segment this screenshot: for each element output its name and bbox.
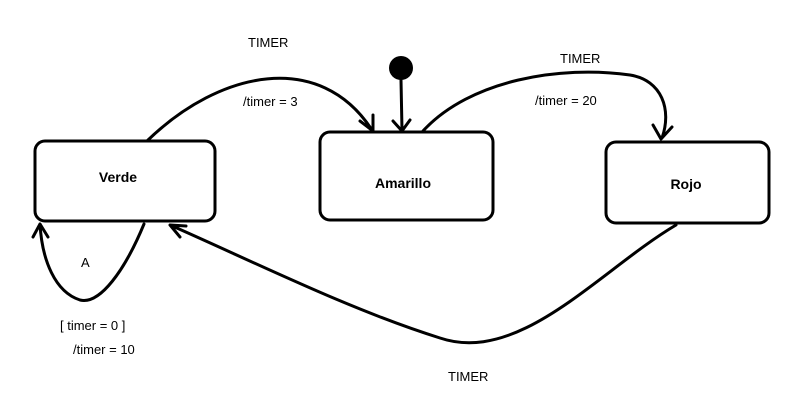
state-verde-box	[33, 139, 217, 223]
label-verde-to-amarillo-event: TIMER	[248, 35, 288, 50]
label-amarillo-to-rojo-action: /timer = 20	[535, 93, 597, 108]
state-rojo: Rojo	[604, 140, 771, 225]
label-verde-self-guard: [ timer = 0 ]	[60, 318, 125, 333]
label-amarillo-to-rojo-event: TIMER	[560, 51, 600, 66]
state-amarillo-label: Amarillo	[375, 175, 431, 191]
label-rojo-to-verde-event: TIMER	[448, 369, 488, 384]
initial-state-dot	[389, 56, 413, 80]
state-amarillo-box	[318, 130, 495, 222]
label-verde-self-event: A	[81, 255, 90, 270]
state-verde-label: Verde	[99, 169, 137, 185]
edge-rojo-to-verde	[168, 223, 678, 345]
edge-amarillo-to-rojo	[421, 70, 674, 141]
label-verde-self-action: /timer = 10	[73, 342, 135, 357]
label-verde-to-amarillo-action: /timer = 3	[243, 94, 298, 109]
state-verde: Verde	[33, 139, 217, 223]
edge-verde-self-loop	[31, 222, 146, 302]
initial-transition-edge	[391, 78, 412, 133]
state-amarillo: Amarillo	[318, 130, 495, 222]
state-rojo-box	[604, 140, 771, 225]
state-rojo-label: Rojo	[670, 176, 701, 192]
